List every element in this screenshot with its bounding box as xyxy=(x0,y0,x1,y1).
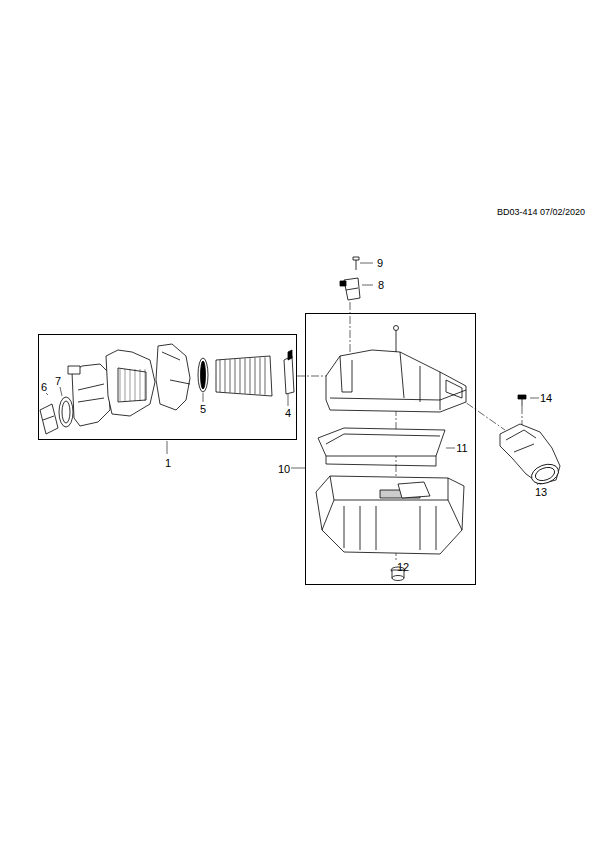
callout-number: 9 xyxy=(377,258,383,269)
group-frame: 1 xyxy=(38,334,297,440)
drawing-reference: BD03-414 07/02/2020 xyxy=(497,208,585,217)
callout-number: 13 xyxy=(535,487,547,498)
callout-number: 1 xyxy=(165,458,171,469)
callout-number: 4 xyxy=(285,408,291,419)
callout-number: 6 xyxy=(41,382,47,393)
callout-number: 14 xyxy=(540,393,552,404)
callout-number: 5 xyxy=(200,404,206,415)
callout-number: 12 xyxy=(397,562,409,573)
callout-number: 11 xyxy=(456,443,467,454)
callout-number: 10 xyxy=(278,464,290,475)
callout-number: 7 xyxy=(55,376,61,387)
callout-number: 8 xyxy=(378,280,384,291)
group-frame: 10 xyxy=(305,313,476,585)
